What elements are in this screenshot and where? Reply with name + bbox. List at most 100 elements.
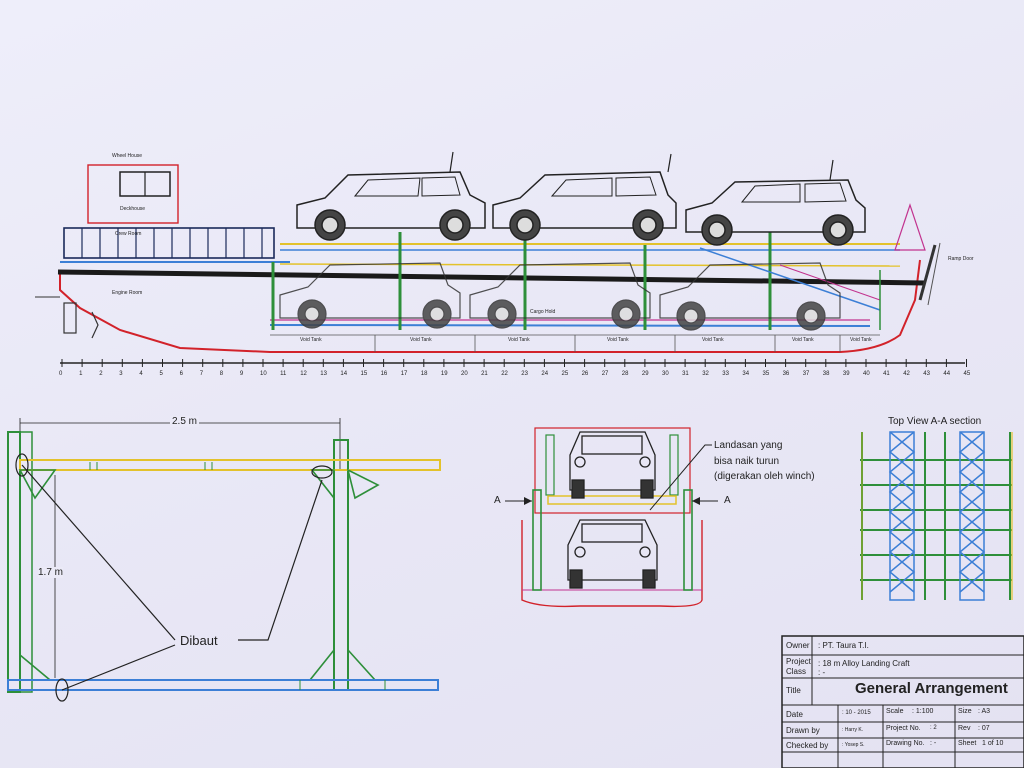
project-label: Project	[786, 657, 811, 666]
frame-number: 45	[963, 371, 971, 377]
frame-number: 15	[360, 371, 368, 377]
project-no-label: Project No.	[886, 725, 921, 732]
frame-number: 20	[461, 371, 468, 377]
drawn-by-value: : Harry K.	[842, 727, 864, 733]
frame-number: 11	[280, 371, 287, 377]
frame-number: 3	[119, 371, 123, 377]
frame-number: 27	[601, 371, 609, 377]
height-dimension: 1.7 m	[38, 567, 64, 578]
void-tank-label: Void Tank	[792, 337, 814, 343]
frame-number: 31	[682, 371, 689, 377]
wheel-house	[87, 164, 179, 224]
crew-room-label: Crew Room	[115, 231, 142, 237]
void-tank-label: Void Tank	[410, 337, 432, 343]
car-upper-2	[492, 171, 677, 241]
platform-callout-line3: (digerakan oleh winch)	[714, 471, 815, 482]
frame-number: 23	[521, 371, 528, 377]
frame-number: 18	[420, 371, 428, 377]
frame-number: 33	[722, 371, 729, 377]
car-lower-3	[659, 262, 841, 331]
checked-by-value: : Yosep S.	[842, 742, 865, 748]
frame-number: 30	[662, 371, 669, 377]
engine-room-label: Engine Room	[112, 290, 143, 296]
title-label: Title	[786, 686, 801, 695]
frame-number: 29	[641, 371, 649, 377]
drawing-no-value: : -	[930, 740, 937, 747]
car-front-lower	[567, 519, 658, 589]
frame-number: 4	[139, 371, 143, 377]
frame-number: 2	[99, 371, 103, 377]
class-value: : -	[818, 668, 826, 677]
frame-number: 28	[621, 371, 629, 377]
car-front-upper	[569, 431, 656, 499]
frame-number: 21	[481, 371, 488, 377]
scale-label: Scale	[886, 708, 904, 715]
section-mark-left: A	[494, 495, 501, 506]
class-label: Class	[786, 667, 807, 676]
ramp-door	[894, 203, 926, 251]
frame-number: 43	[923, 371, 930, 377]
date-value: : 10 - 2015	[842, 710, 871, 716]
propeller	[91, 311, 99, 339]
date-label: Date	[786, 710, 803, 719]
frame-number: 1	[79, 371, 83, 377]
void-tank-label: Void Tank	[508, 337, 530, 343]
cargo-hold-label: Cargo Hold	[530, 309, 556, 315]
frame-number: 16	[380, 371, 388, 377]
frame-number: 12	[300, 371, 307, 377]
top-view	[860, 431, 1013, 601]
front-view	[505, 427, 718, 608]
rudder	[63, 302, 77, 334]
drawn-by-label: Drawn by	[786, 726, 820, 735]
side-view	[35, 151, 941, 353]
ramp-arm	[918, 244, 937, 301]
platform-callout-line2: bisa naik turun	[714, 456, 780, 467]
project-no-value: : 2	[930, 725, 937, 731]
frame-number: 5	[159, 371, 163, 377]
sheet-value: 1 of 10	[982, 740, 1004, 747]
dibaut-callout: Dibaut	[180, 633, 218, 648]
ramp-door-label: Ramp Door	[948, 256, 974, 262]
frame-number: 17	[400, 371, 408, 377]
frame-number: 25	[561, 371, 569, 377]
car-lower-2	[469, 262, 651, 329]
frame-number: 19	[440, 371, 448, 377]
drawing-title: General Arrangement	[855, 680, 1008, 697]
section-mark-right: A	[724, 495, 731, 506]
top-view-title: Top View A-A section	[888, 416, 982, 427]
frame-number: 13	[320, 371, 327, 377]
frame-number: 22	[501, 371, 508, 377]
frame-number: 32	[702, 371, 709, 377]
size-value: : A3	[978, 708, 991, 715]
frame-number: 8	[219, 371, 224, 377]
frame-number: 40	[863, 371, 870, 377]
frame-number: 41	[883, 371, 890, 377]
deckhouse-label: Deckhouse	[120, 206, 146, 212]
owner-label: Owner	[786, 641, 810, 650]
frame-number: 38	[822, 371, 830, 377]
car-lower-1	[279, 262, 461, 329]
void-tank-label: Void Tank	[850, 337, 872, 343]
frame-number: 37	[802, 371, 810, 377]
rev-label: Rev	[958, 725, 971, 732]
project-value: : 18 m Alloy Landing Craft	[818, 659, 910, 668]
rev-value: : 07	[978, 725, 990, 732]
car-upper-3	[685, 179, 866, 246]
frame-number: 6	[179, 371, 183, 377]
frame-number: 35	[762, 371, 770, 377]
midship-section	[7, 418, 441, 702]
title-block-frame	[781, 635, 1024, 768]
size-label: Size	[958, 708, 972, 715]
frame-number: 34	[742, 371, 750, 377]
frame-number: 44	[943, 371, 951, 377]
car-upper-1	[296, 171, 486, 241]
owner-value: : PT. Taura T.I.	[818, 641, 869, 650]
frame-scale-ruler	[60, 359, 967, 367]
void-tank-label: Void Tank	[702, 337, 724, 343]
drawing-no-label: Drawing No.	[886, 740, 925, 747]
frame-number: 0	[59, 371, 63, 377]
platform-callout-line1: Landasan yang	[714, 440, 783, 451]
frame-number: 36	[782, 371, 790, 377]
wheel-house-label: Wheel House	[112, 153, 143, 159]
